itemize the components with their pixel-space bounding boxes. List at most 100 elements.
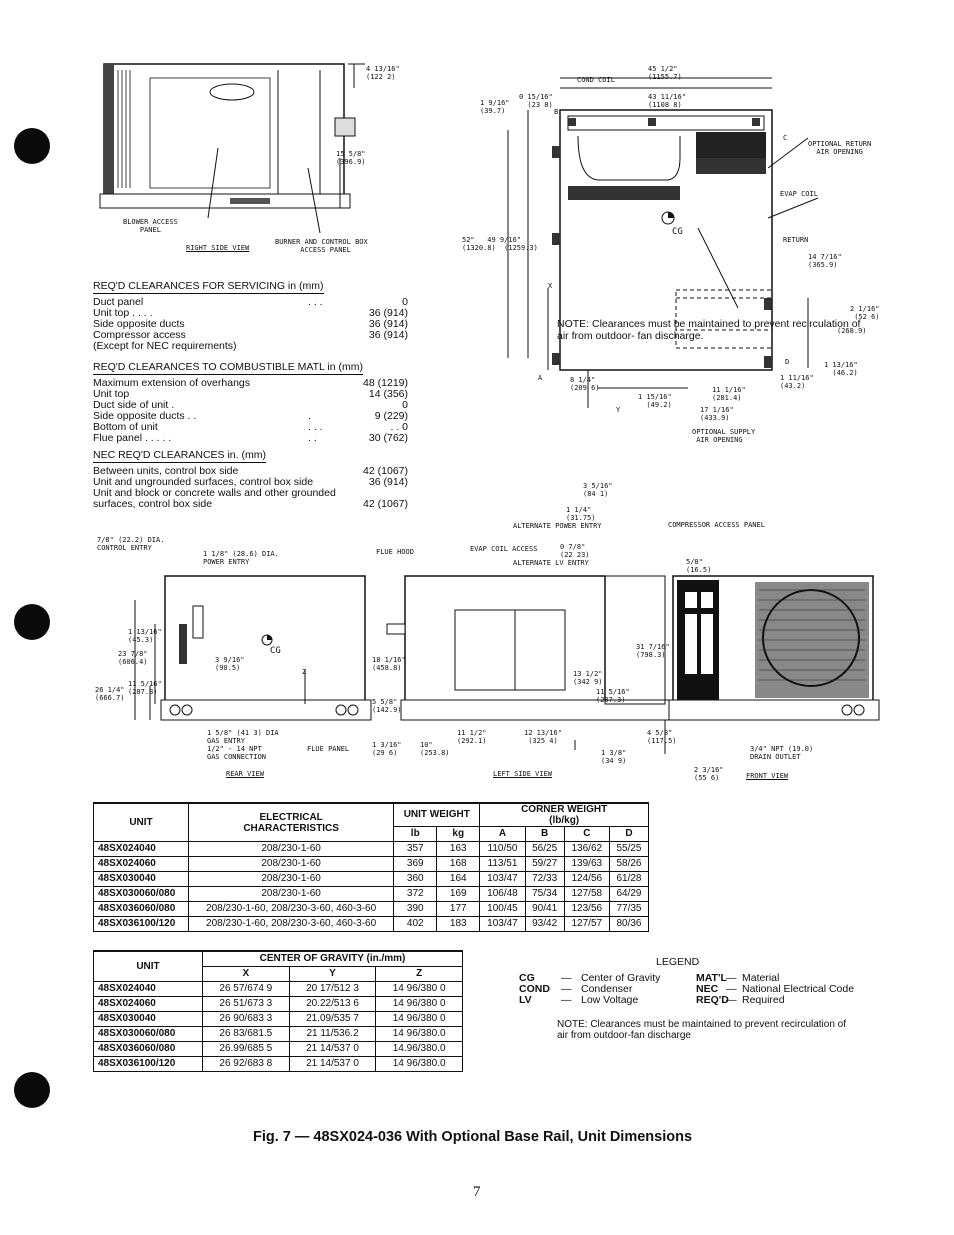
legend-text: Condenser (581, 983, 633, 995)
servicing-row: (Except for NEC requirements) (93, 341, 408, 352)
label-return: RETURN (783, 236, 809, 244)
servicing-row-value: 36 (914) (368, 318, 408, 330)
dim-top-6: 14 7/16" (365.9) (808, 253, 842, 269)
th-corner-weight: CORNER WEIGHT (lb/kg) (479, 802, 649, 827)
rear-cg: CG (270, 646, 281, 656)
unit-table-cell: 48SX024040 (93, 841, 189, 857)
th-unit: UNIT (93, 802, 189, 842)
binder-hole-middle (14, 604, 50, 640)
rear-dim-c: 1 13/16" (45.3) (128, 628, 162, 644)
unit-table-cell: 100/45 (479, 901, 526, 917)
left-dim-n: 0 7/8" (22 23) (560, 543, 590, 559)
nec-row: Unit and ungrounded surfaces, control bo… (93, 477, 408, 488)
front-drain: 3/4" NPT (19.0) DRAIN OUTLET (750, 745, 814, 761)
left-alt-lv: ALTERNATE LV ENTRY (513, 559, 589, 567)
label-optional-supply: OPTIONAL SUPPLY AIR OPENING (692, 428, 756, 444)
legend-entry: MAT'L—Material (696, 973, 906, 984)
cg-table-cell: 48SX024040 (93, 981, 203, 997)
combustible-row-value: . . 0 (390, 421, 408, 433)
unit-table-cell: 208/230-1-60 (187, 841, 395, 857)
cg-table-cell: 26 92/683 8 (202, 1056, 290, 1072)
unit-table-cell: 124/56 (563, 871, 610, 887)
rear-dim-g: 3 9/16" (90.5) (215, 656, 245, 672)
rear-dim-d: 23 7/8" (606.4) (118, 650, 148, 666)
th-cg-unit: UNIT (93, 950, 203, 982)
cg-table-cell: 20.22/513 6 (288, 996, 377, 1012)
nec-row-label: Unit and ungrounded surfaces, control bo… (93, 476, 314, 488)
cg-table-cell: 14 96/380 0 (375, 996, 463, 1012)
unit-table-cell: 357 (393, 841, 438, 857)
top-view-drawing (507, 77, 819, 408)
unit-table-cell: 103/47 (479, 916, 526, 932)
unit-table-cell: 208/230-1-60, 208/230-3-60, 460-3-60 (187, 901, 395, 917)
cg-table-cell: 26 83/681.5 (202, 1026, 290, 1042)
th-unit-weight: UNIT WEIGHT (393, 802, 481, 827)
legend-entry: NEC—National Electrical Code (696, 984, 906, 995)
servicing-row-label: (Except for NEC requirements) (93, 340, 237, 352)
legend-dash: — (726, 972, 737, 984)
left-flue-hood: FLUE HOOD (376, 548, 414, 556)
label-optional-return: OPTIONAL RETURN AIR OPENING (808, 140, 872, 156)
clearances-combustible: REQ'D CLEARANCES TO COMBUSTIBLE MATL in … (93, 362, 408, 444)
unit-table-cell: 77/35 (608, 901, 650, 917)
lower-views-drawing (134, 575, 880, 754)
cg-table-cell: 26.99/685 5 (202, 1041, 290, 1057)
legend-entry: CG—Center of Gravity (519, 973, 729, 984)
unit-table-cell: 136/62 (563, 841, 610, 857)
servicing-row-value: 0 (402, 296, 408, 308)
legend-dash: — (726, 994, 737, 1006)
legend-dash: — (561, 972, 572, 984)
dim-top-10: 8 1/4" (209 6) (570, 376, 600, 392)
unit-table-cell: 208/230-1-60, 208/230-3-60, 460-3-60 (187, 916, 395, 932)
combustible-row-label: Maximum extension of overhangs (93, 377, 250, 389)
unit-table-cell: 48SX030040 (93, 871, 189, 887)
th-b: B (524, 826, 565, 842)
legend-abbr: CG (519, 972, 535, 984)
nec-title: NEC REQ'D CLEARANCES in. (mm) (93, 449, 266, 463)
combustible-row-dots: . . . (308, 421, 323, 433)
servicing-row-label: Side opposite ducts (93, 318, 185, 330)
dim-top-3: 0 15/16" (23 8) (519, 93, 553, 109)
combustible-row-dots: . (308, 410, 311, 422)
unit-table-cell: 58/26 (608, 856, 650, 872)
dim-top-15: (268.9) (837, 327, 867, 335)
unit-table-cell: 90/41 (524, 901, 565, 917)
rear-flue-panel: FLUE PANEL (307, 745, 350, 753)
legend-abbr: COND (519, 983, 550, 995)
unit-table-cell: 402 (393, 916, 438, 932)
unit-table-cell: 164 (436, 871, 481, 887)
legend-text: Low Voltage (581, 994, 639, 1006)
dim-top-11: 1 15/16" (49.2) (638, 393, 672, 409)
clearances-servicing: REQ'D CLEARANCES FOR SERVICING in (mm) D… (93, 281, 408, 352)
cg-table-cell: 48SX024060 (93, 996, 203, 1012)
combustible-title: REQ'D CLEARANCES TO COMBUSTIBLE MATL in … (93, 361, 363, 375)
unit-table-cell: 61/28 (608, 871, 650, 887)
unit-table-cell: 169 (436, 886, 481, 902)
servicing-row-label: Compressor access (93, 329, 186, 341)
label-cg-top: CG (672, 227, 683, 237)
front-compressor-access: COMPRESSOR ACCESS PANEL (668, 521, 765, 529)
top-view-note: NOTE: Clearances must be maintained to p… (557, 318, 861, 342)
unit-table-cell: 64/29 (608, 886, 650, 902)
rear-power-entry: 1 1/8" (28.6) DIA. POWER ENTRY (203, 550, 279, 566)
servicing-title: REQ'D CLEARANCES FOR SERVICING in (mm) (93, 280, 324, 294)
left-dim-k: 3 5/16" (84 1) (583, 482, 613, 498)
combustible-row-label: Bottom of unit (93, 421, 158, 433)
unit-table-cell: 369 (393, 856, 438, 872)
cg-table-cell: 48SX030040 (93, 1011, 203, 1027)
label-right-side-view: RIGHT SIDE VIEW (186, 244, 250, 252)
combustible-row: Flue panel . . . . .. .30 (762) (93, 433, 408, 444)
nec-row-label: surfaces, control box side (93, 498, 213, 510)
th-y: Y (288, 966, 377, 982)
legend-dash: — (726, 983, 737, 995)
cg-table-cell: 48SX036060/080 (93, 1041, 203, 1057)
left-dim-a: 18 1/16" (458.8) (372, 656, 406, 672)
legend-text: Material (742, 972, 780, 984)
left-alt-power: ALTERNATE POWER ENTRY (513, 522, 602, 530)
label-b: B (554, 108, 559, 116)
